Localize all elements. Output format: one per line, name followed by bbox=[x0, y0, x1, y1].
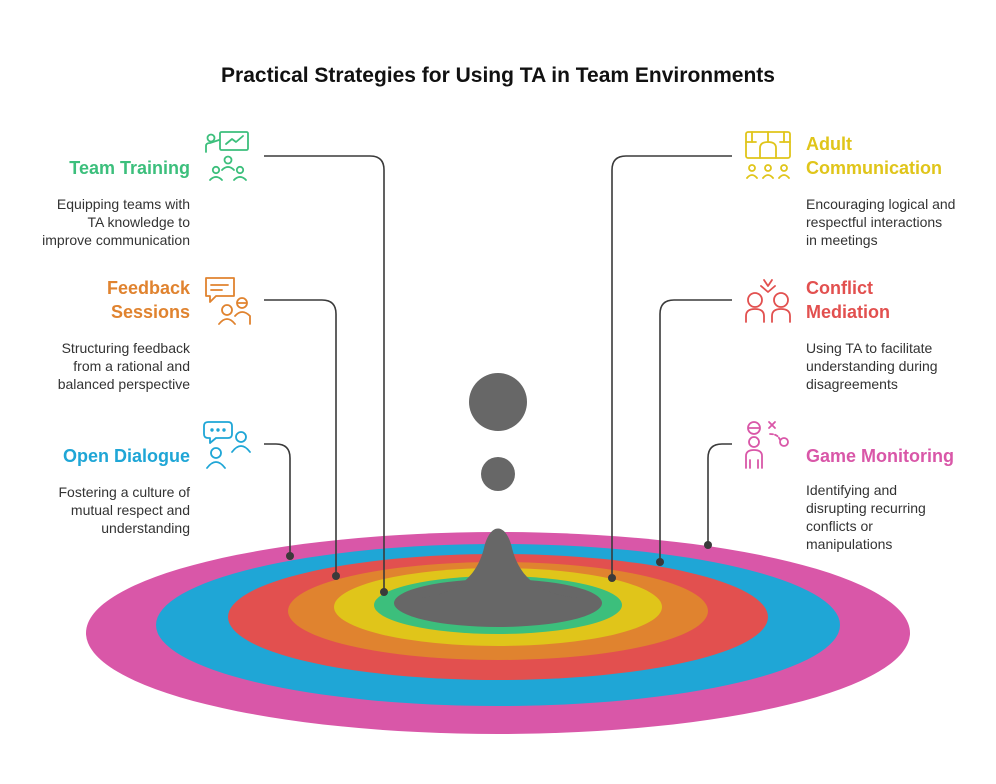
connector-feedback-sessions bbox=[264, 299, 337, 576]
feedback-sessions-description: Structuring feedback from a rational and… bbox=[57, 340, 190, 392]
presentation-team-icon bbox=[205, 131, 249, 181]
meeting-network-icon bbox=[745, 131, 791, 179]
game-monitoring-description: Identifying and disrupting recurring con… bbox=[806, 482, 926, 552]
connector-game-monitoring bbox=[707, 443, 732, 545]
adult-communication-title: Adult Communication bbox=[806, 134, 943, 178]
droplet-small bbox=[481, 457, 515, 491]
strategy-person-icon bbox=[745, 421, 789, 469]
conflict-mediation-description: Using TA to facilitate understanding dur… bbox=[806, 340, 938, 392]
team-training-title: Team Training bbox=[69, 158, 190, 178]
open-dialogue-description: Fostering a culture of mutual respect an… bbox=[58, 484, 190, 536]
team-training-description: Equipping teams with TA knowledge to imp… bbox=[42, 196, 190, 248]
connector-dots bbox=[286, 541, 712, 596]
game-monitoring-title: Game Monitoring bbox=[806, 446, 954, 466]
connector-open-dialogue bbox=[264, 443, 291, 556]
water-drop bbox=[418, 373, 578, 598]
connector-team-training bbox=[264, 155, 385, 592]
conflict-mediation-title: Conflict Mediation bbox=[806, 278, 890, 322]
connector-lines bbox=[264, 155, 732, 592]
open-dialogue-title: Open Dialogue bbox=[62, 446, 190, 466]
droplet-large bbox=[469, 373, 527, 431]
dot-adult-communication bbox=[608, 574, 616, 582]
connector-conflict-mediation bbox=[659, 299, 732, 562]
dot-game-monitoring bbox=[704, 541, 712, 549]
ripple-rings bbox=[86, 532, 910, 734]
dot-open-dialogue bbox=[286, 552, 294, 560]
feedback-chat-icon bbox=[205, 277, 251, 325]
conflict-people-icon bbox=[745, 279, 791, 323]
dot-team-training bbox=[380, 588, 388, 596]
dot-feedback-sessions bbox=[332, 572, 340, 580]
dot-conflict-mediation bbox=[656, 558, 664, 566]
adult-communication-description: Encouraging logical and respectful inter… bbox=[806, 196, 956, 248]
connector-adult-communication bbox=[611, 155, 732, 578]
ring-center bbox=[394, 579, 602, 627]
page-title: Practical Strategies for Using TA in Tea… bbox=[221, 64, 775, 87]
splash-spike bbox=[418, 528, 578, 598]
feedback-sessions-title: Feedback Sessions bbox=[106, 278, 190, 322]
dialogue-people-icon bbox=[203, 421, 251, 469]
